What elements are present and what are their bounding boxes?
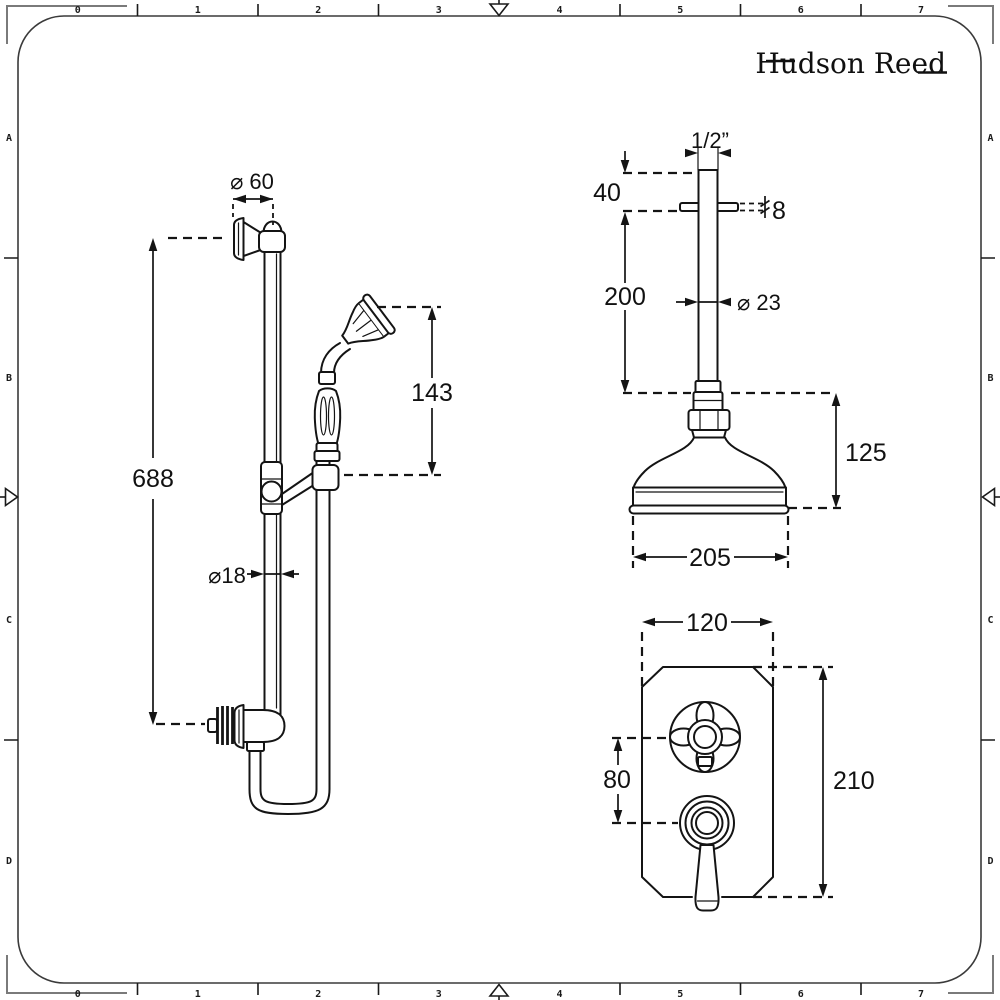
ruler-left-d: D: [6, 856, 12, 867]
slide-rail-bottom-bracket: [207, 704, 286, 752]
center-mark-right-arrow-icon: [981, 486, 996, 508]
ruler-top-ticks: [136, 4, 862, 16]
ruler-left-ticks: [4, 257, 18, 741]
ruler-bottom-1: 1: [195, 989, 201, 1000]
ruler-left-a: A: [6, 133, 12, 144]
head-hatch-lines: [352, 310, 379, 337]
crosshead-control: [669, 701, 741, 773]
ruler-top-4: 4: [556, 5, 562, 16]
head-nut: [687, 409, 731, 431]
ruler-top-7: 7: [918, 5, 924, 16]
head-bell: [632, 436, 787, 489]
figure-ceiling-shower: 1/2” 40 200 8 ⌀ 23 125: [593, 128, 887, 572]
ruler-right-d: D: [987, 856, 993, 867]
shower-handset: [313, 293, 396, 462]
shower-hose: [248, 460, 331, 815]
handset-cradle-cup: [311, 464, 340, 491]
slide-rail-top-bracket: [233, 217, 286, 261]
brand-logo: Hudson Reed: [755, 47, 947, 80]
shower-head: [628, 380, 790, 515]
ruler-right-a: A: [987, 133, 993, 144]
valve-dimensions: 120 210 80: [603, 609, 875, 899]
corner-mark-bottom-left: [6, 955, 127, 994]
corner-mark-bottom-right: [948, 955, 994, 994]
ruler-top-2: 2: [315, 5, 321, 16]
dim-ceiling-to-plate: 40: [593, 179, 621, 207]
ruler-right-c: C: [987, 615, 993, 626]
center-mark-left-arrow-icon: [4, 486, 19, 508]
ruler-top-3: 3: [436, 5, 442, 16]
dim-control-spacing: 80: [603, 766, 631, 794]
ruler-bottom-0: 0: [75, 989, 81, 1000]
head-rim: [628, 504, 790, 515]
ruler-bottom-ticks: [136, 983, 862, 995]
handset-grip: [313, 387, 342, 445]
corner-mark-top-left: [6, 5, 127, 44]
ruler-top-1: 1: [195, 5, 201, 16]
dim-plate-width: 120: [686, 609, 728, 637]
crosshead-index-tab: [697, 756, 713, 767]
dim-handset-length: 143: [411, 379, 453, 407]
ruler-bottom-4: 4: [556, 989, 562, 1000]
ruler-top-5: 5: [677, 5, 683, 16]
ruler-bottom-5: 5: [677, 989, 683, 1000]
dim-rail-length: 688: [132, 465, 174, 493]
corner-marks: [6, 5, 994, 994]
dim-rail-diameter: ⌀18: [208, 563, 246, 588]
ruler-right-ticks: [981, 257, 995, 741]
ruler-top-6: 6: [798, 5, 804, 16]
dim-arm-length: 200: [604, 283, 646, 311]
dim-bracket-diameter: ⌀ 60: [230, 169, 274, 194]
logo-text: Hudson Reed: [755, 47, 946, 80]
handset-slider-clamp: [260, 461, 318, 515]
handset-neck: [320, 342, 341, 374]
slide-rail-dimensions: ⌀ 60 688 143 ⌀18: [132, 169, 453, 726]
dim-thread: 1/2”: [691, 128, 729, 153]
arm-fill: [699, 170, 717, 393]
ruler-top-0: 0: [75, 5, 81, 16]
dim-plate-thickness: 8: [772, 197, 786, 225]
ruler-bottom-7: 7: [918, 989, 924, 1000]
ruler-right-b: B: [987, 373, 993, 384]
bracket-nub: [207, 718, 218, 733]
clamp-knob: [260, 480, 283, 503]
ruler-top: 0 1 2 3 4 5 6 7: [75, 4, 924, 16]
shower-arm: [697, 169, 719, 394]
head-band: [632, 486, 787, 508]
lever-handle: [694, 844, 720, 912]
hose-outlet: [246, 741, 265, 752]
ruler-bottom: 0 1 2 3 4 5 6 7: [75, 983, 924, 1000]
ruler-left-b: B: [6, 373, 12, 384]
ruler-bottom-3: 3: [436, 989, 442, 1000]
grip-slot: [327, 396, 336, 436]
valve-plate: [641, 666, 774, 898]
dim-arm-diameter: ⌀ 23: [737, 290, 781, 315]
figure-slide-rail-kit: ⌀ 60 688 143 ⌀18: [132, 169, 453, 815]
figure-valve: 120 210 80: [603, 609, 875, 912]
spray-face-rim: [362, 293, 396, 335]
lever-control: [679, 795, 735, 912]
hose-nut: [313, 450, 341, 462]
ruler-bottom-2: 2: [315, 989, 321, 1000]
handset-head: [341, 293, 396, 345]
ceiling-shower-dimensions: 1/2” 40 200 8 ⌀ 23 125: [593, 128, 887, 572]
center-mark-bottom-arrow-icon: [488, 983, 510, 997]
dim-head-height: 125: [845, 439, 887, 467]
dim-head-diameter: 205: [689, 544, 731, 572]
dim-plate-height: 210: [833, 767, 875, 795]
bracket-ribs: [216, 706, 234, 745]
ruler-left-c: C: [6, 615, 12, 626]
ruler-bottom-6: 6: [798, 989, 804, 1000]
grip-slot: [319, 396, 328, 436]
ruler-left: A B C D: [4, 133, 18, 867]
corner-mark-top-right: [948, 5, 994, 44]
center-mark-top-arrow-icon: [488, 3, 510, 17]
grip-top-collar: [318, 371, 336, 385]
ruler-right: A B C D: [981, 133, 995, 867]
